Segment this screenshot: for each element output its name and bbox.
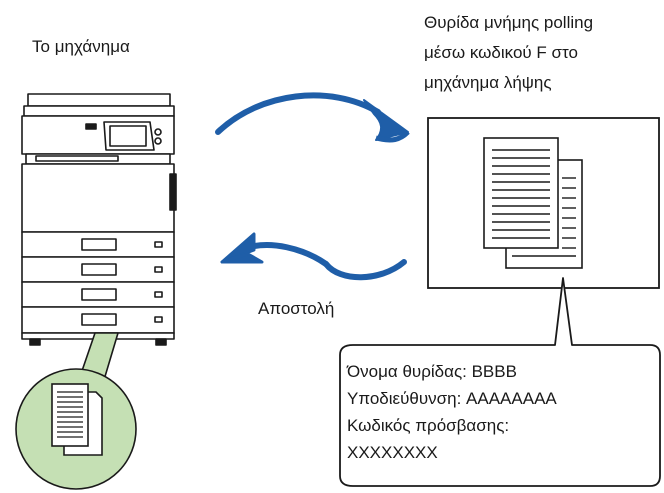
box-name-text: Όνομα θυρίδας: BBBB <box>347 362 517 381</box>
sub-address-text: Υποδιεύθυνση: AAAAAAAA <box>347 389 557 408</box>
polling-box-label: Θυρίδα μνήμης polling μέσω κωδικού F στο… <box>424 8 593 98</box>
polling-box-label-line3: μηχάνημα λήψης <box>424 73 552 92</box>
documents-stack-icon <box>51 383 103 456</box>
passcode-label-text: Κωδικός πρόσβασης: <box>347 416 510 435</box>
multifunction-printer-icon <box>21 93 177 346</box>
curved-arrow-right-icon <box>215 92 410 143</box>
box-info-text: Όνομα θυρίδας: BBBB Υποδιεύθυνση: AAAAAA… <box>347 358 557 466</box>
passcode-value-text: XXXXXXXX <box>347 443 438 462</box>
curved-arrow-left-icon <box>220 232 407 281</box>
polling-box-label-line2: μέσω κωδικού F στο <box>424 43 578 62</box>
send-label: Αποστολή <box>258 299 335 318</box>
documents-stack-icon <box>483 137 583 269</box>
box-info-callout <box>339 277 661 487</box>
polling-box-label-line1: Θυρίδα μνήμης polling <box>424 13 594 32</box>
machine-label: Το μηχάνημα <box>32 37 130 56</box>
